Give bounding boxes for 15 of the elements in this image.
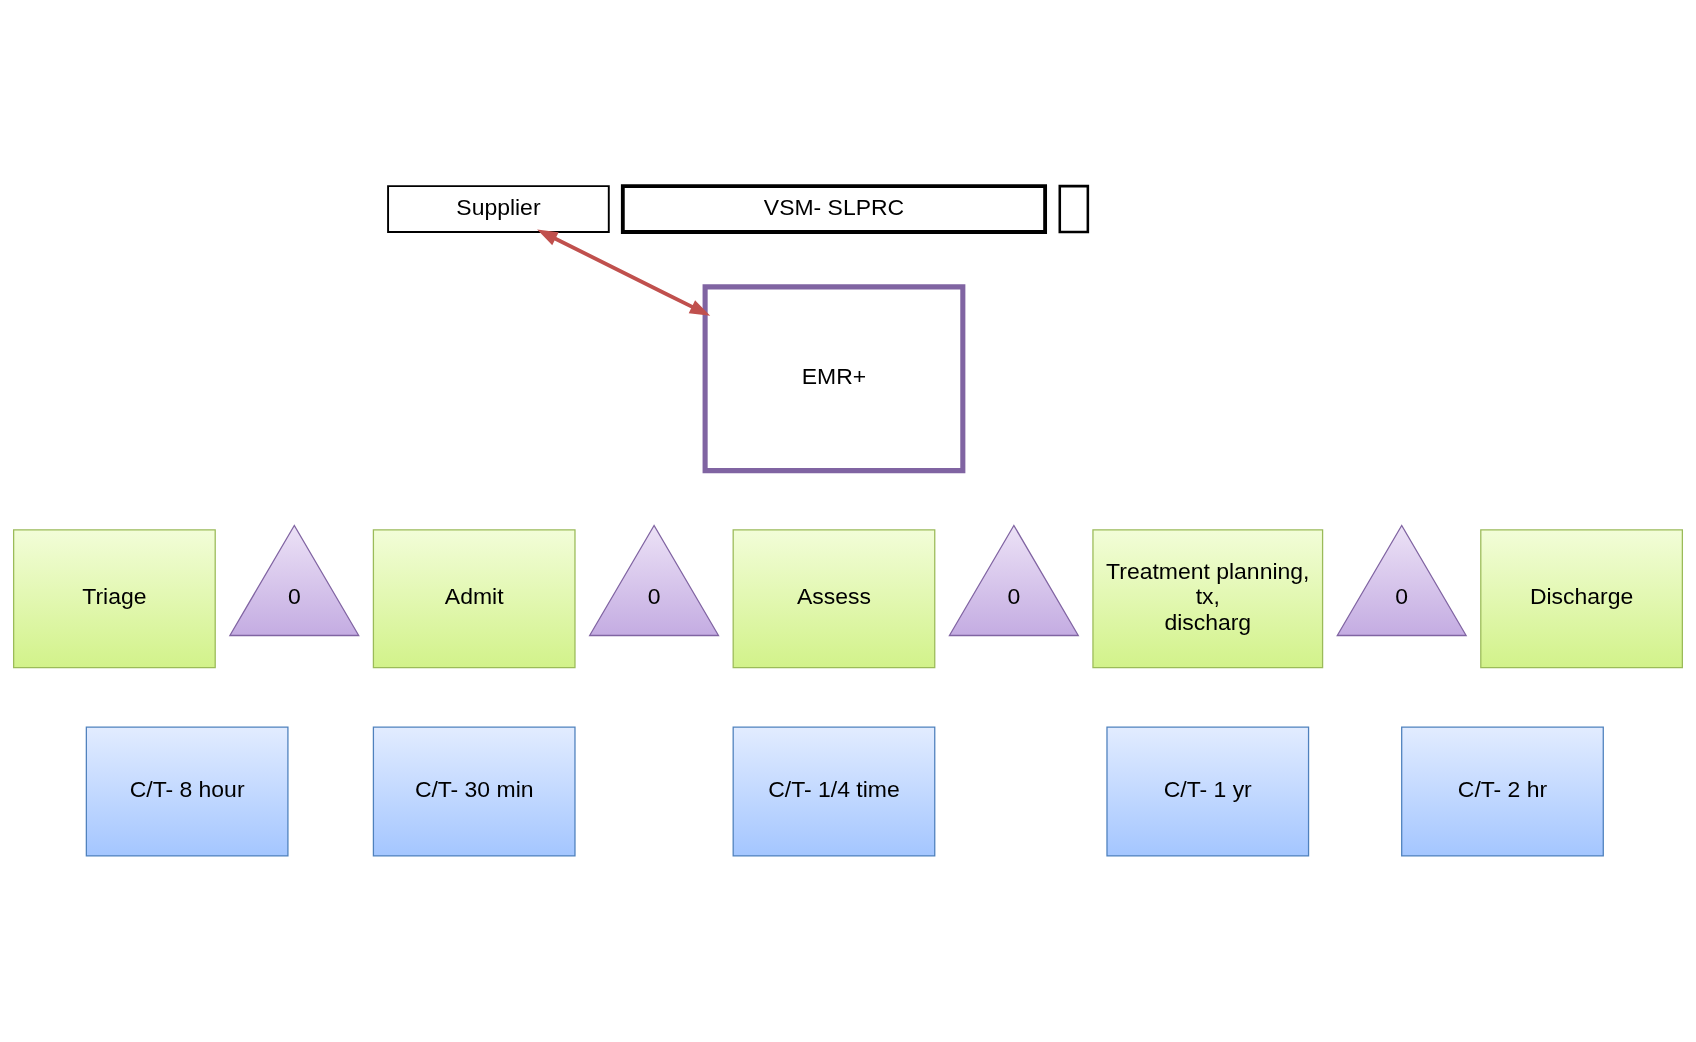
node-box: C/T- 2 hr [1401, 726, 1604, 857]
node-box: Admit [372, 529, 576, 669]
node-box: Treatment planning, tx, discharg [1092, 529, 1324, 669]
node-box [1058, 184, 1090, 234]
node-box: Supplier [387, 185, 610, 233]
node-box: C/T- 30 min [372, 726, 576, 857]
node-box: Discharge [1480, 529, 1683, 669]
node-box: C/T- 1 yr [1106, 726, 1310, 857]
node-box: C/T- 8 hour [85, 726, 289, 857]
node-box: EMR+ [702, 284, 966, 474]
arrow [537, 229, 711, 316]
node-box: VSM- SLPRC [620, 184, 1048, 234]
node-box: Triage [13, 529, 216, 669]
node-box: Assess [732, 529, 936, 669]
node-box: C/T- 1/4 time [732, 726, 936, 857]
